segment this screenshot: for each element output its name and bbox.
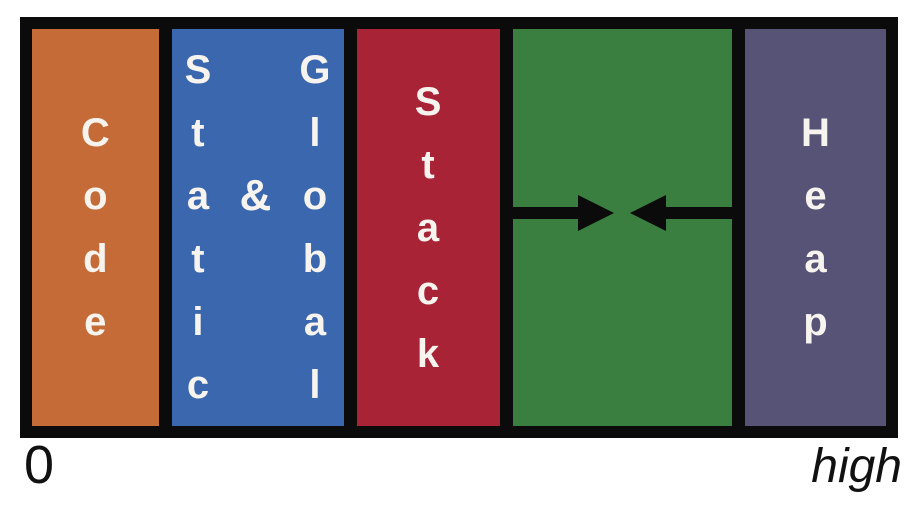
heap-growth-arrow-icon	[630, 195, 667, 231]
stack-growth-arrow-icon	[578, 195, 615, 231]
spacer	[239, 354, 271, 417]
axis-label-low: 0	[24, 435, 55, 495]
segment-letter: l	[309, 111, 321, 155]
segment-letter: S	[414, 79, 442, 124]
growth-arrows	[512, 195, 732, 231]
segment-letter: d	[83, 237, 108, 281]
segment-letter: S	[184, 48, 212, 92]
segment-letter: e	[84, 300, 107, 344]
segment-letter: e	[804, 174, 827, 218]
segment-letter: o	[302, 174, 328, 218]
stack-growth-arrow-shaft	[512, 207, 579, 219]
spacer	[239, 39, 271, 102]
segment-letter: p	[803, 300, 828, 344]
segment-letter: k	[416, 331, 440, 376]
spacer	[239, 291, 271, 354]
segment-letter: t	[191, 111, 205, 155]
segment-letter: a	[804, 237, 827, 281]
ampersand-glyph: &	[239, 171, 272, 220]
heap-growth-arrow-shaft	[666, 207, 732, 219]
segment-letter: c	[416, 268, 440, 313]
segment-letter: H	[801, 111, 830, 155]
ampersand-label: &	[239, 29, 271, 426]
segment-letter: l	[309, 363, 321, 407]
segment-letter: a	[186, 174, 210, 218]
spacer	[239, 228, 271, 291]
segment-letter: a	[303, 300, 327, 344]
segment-letter: o	[83, 174, 108, 218]
segment-letter: a	[416, 205, 440, 250]
segment-letter: G	[299, 48, 331, 92]
segment-letter: i	[192, 300, 204, 344]
segment-free-space	[512, 29, 732, 426]
segment-letter: b	[302, 237, 328, 281]
segment-letter: C	[80, 111, 110, 155]
segment-letter: c	[186, 363, 210, 407]
segment-letter: t	[191, 237, 205, 281]
axis-label-high: high	[811, 440, 902, 493]
spacer	[239, 102, 271, 165]
segment-letter: t	[421, 142, 435, 187]
